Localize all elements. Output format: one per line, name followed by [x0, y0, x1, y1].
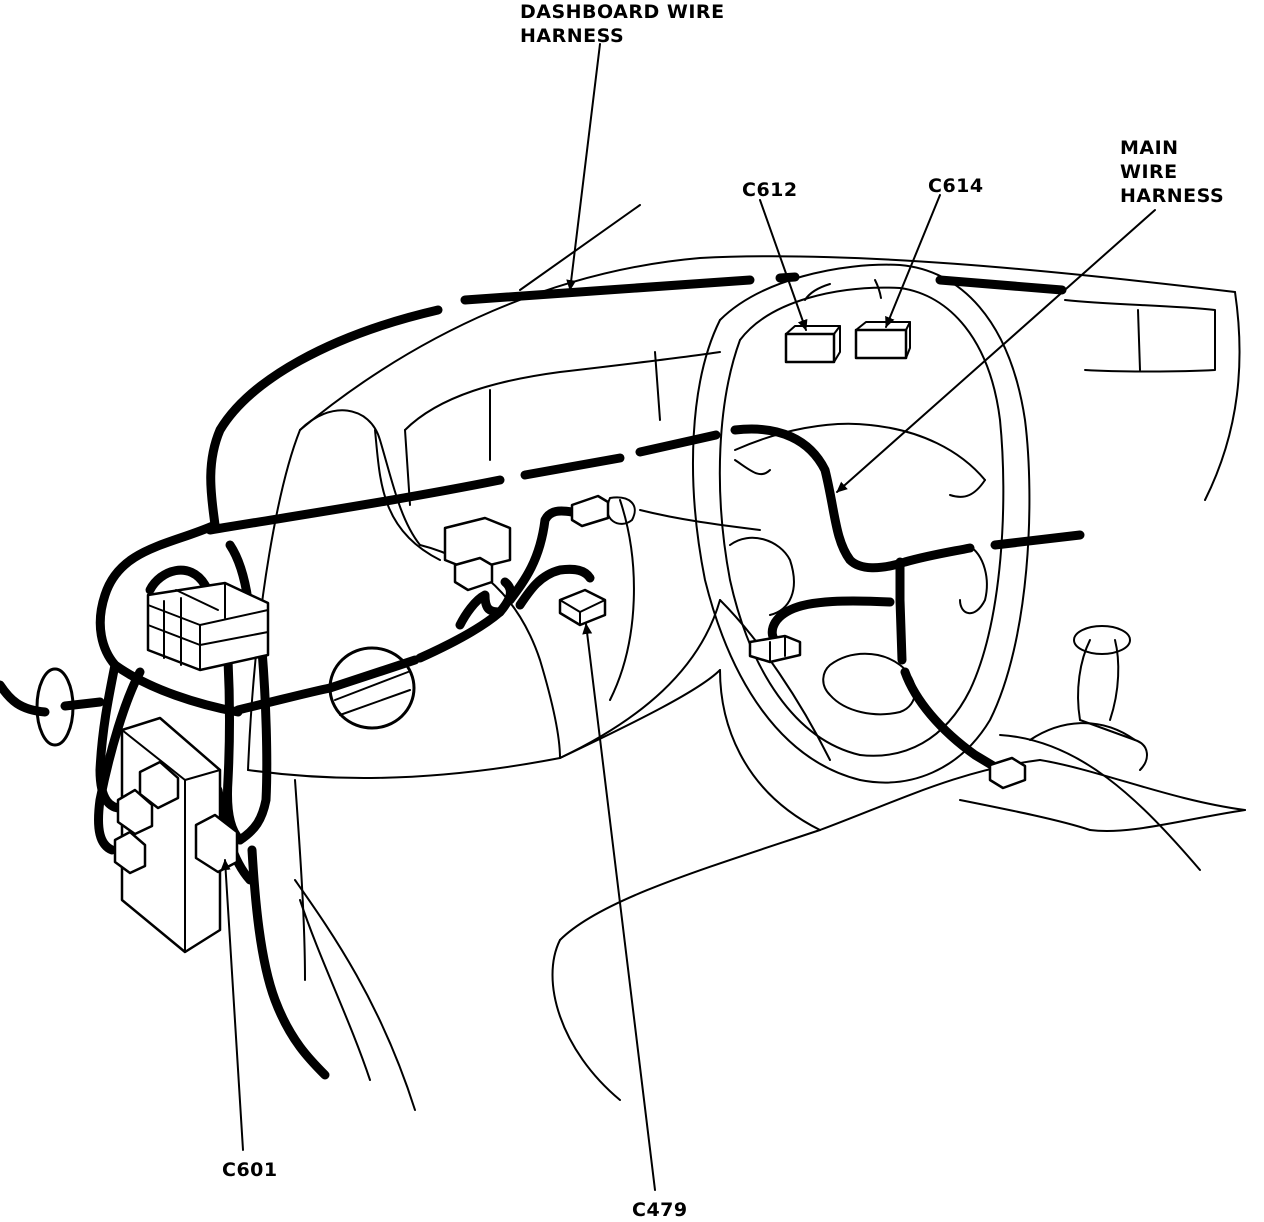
- connector-c612: [784, 325, 841, 364]
- steering-wheel: [692, 263, 1031, 784]
- dashboard-harness-line1: DASHBOARD WIRE: [520, 1, 725, 23]
- connector-console: [988, 756, 1027, 790]
- relay-block: [146, 581, 270, 672]
- connector-steering: [748, 634, 802, 664]
- control-unit: [113, 716, 239, 954]
- main-harness-line3: HARNESS: [1120, 185, 1225, 207]
- c479-label: C479: [632, 1199, 688, 1221]
- main-harness-line2: WIRE: [1120, 161, 1178, 183]
- leader-lines: [220, 43, 1156, 1191]
- main-harness-line1: MAIN: [1120, 137, 1179, 159]
- main-harness-label: MAIN WIRE HARNESS: [1120, 136, 1224, 208]
- connector-upper-center: [443, 494, 610, 592]
- c601-label: C601: [222, 1159, 278, 1181]
- connector-c614: [854, 321, 911, 360]
- c614-label: C614: [928, 175, 984, 197]
- connector-c479: [558, 588, 607, 627]
- dashboard-harness-label: DASHBOARD WIRE HARNESS: [520, 0, 725, 48]
- dashboard-harness-line2: HARNESS: [520, 25, 625, 47]
- wire-grommet: [35, 646, 416, 747]
- c612-label: C612: [742, 179, 798, 201]
- dashboard-wire-harness: [0, 272, 1085, 1080]
